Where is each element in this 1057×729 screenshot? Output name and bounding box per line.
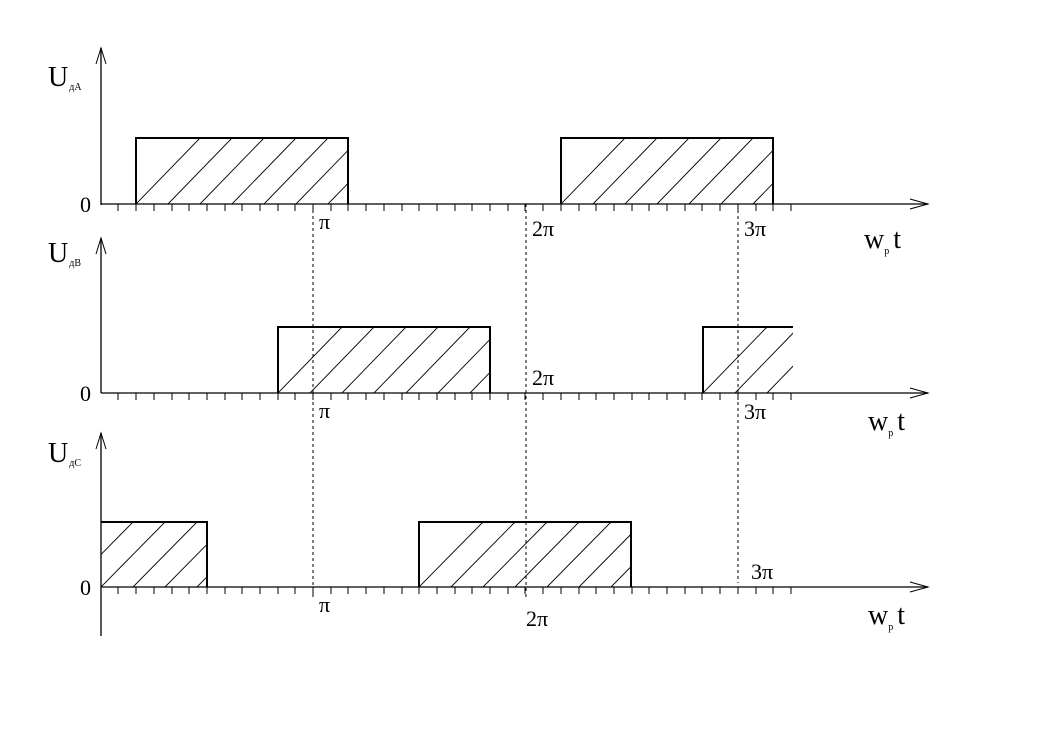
tick-label-b-3pi: 3π xyxy=(744,399,766,424)
tick-label-c-pi: π xyxy=(319,592,330,617)
guide-lines xyxy=(312,204,739,597)
pulse-a-1 xyxy=(135,137,349,204)
tick-label-c-3pi: 3π xyxy=(751,559,773,584)
tick-label-b-pi: π xyxy=(319,398,330,423)
tick-label-a-2pi: 2π xyxy=(532,216,554,241)
tick-label-a-3pi: 3π xyxy=(744,216,766,241)
x-axis-c-ticks xyxy=(117,587,792,594)
zero-label-c: 0 xyxy=(80,575,91,600)
pulse-a-2 xyxy=(560,137,774,204)
tick-label-b-2pi: 2π xyxy=(532,365,554,390)
y-axis-a-arrow xyxy=(95,46,107,65)
x-axis-a-ticks xyxy=(117,204,792,211)
x-axis-b-ticks xyxy=(117,393,792,400)
zero-label-b: 0 xyxy=(80,381,91,406)
y-label-a: UдА xyxy=(48,62,82,93)
y-axis-b-arrow xyxy=(95,236,107,255)
x-axis-c-arrow xyxy=(909,581,930,593)
pulse-c-2 xyxy=(418,521,632,587)
tick-label-c-2pi: 2π xyxy=(526,606,548,631)
zero-label-a: 0 xyxy=(80,192,91,217)
pulse-c-1 xyxy=(101,521,208,587)
tick-label-a-pi: π xyxy=(319,209,330,234)
y-label-b: UдВ xyxy=(48,238,81,269)
y-axis-c-arrow xyxy=(95,431,107,450)
x-axis-b-arrow xyxy=(909,387,930,399)
pulse-b-1 xyxy=(277,326,491,393)
y-label-c: UдС xyxy=(48,438,81,469)
x-axis-a-arrow xyxy=(909,198,930,210)
pulse-b-2 xyxy=(702,326,793,393)
